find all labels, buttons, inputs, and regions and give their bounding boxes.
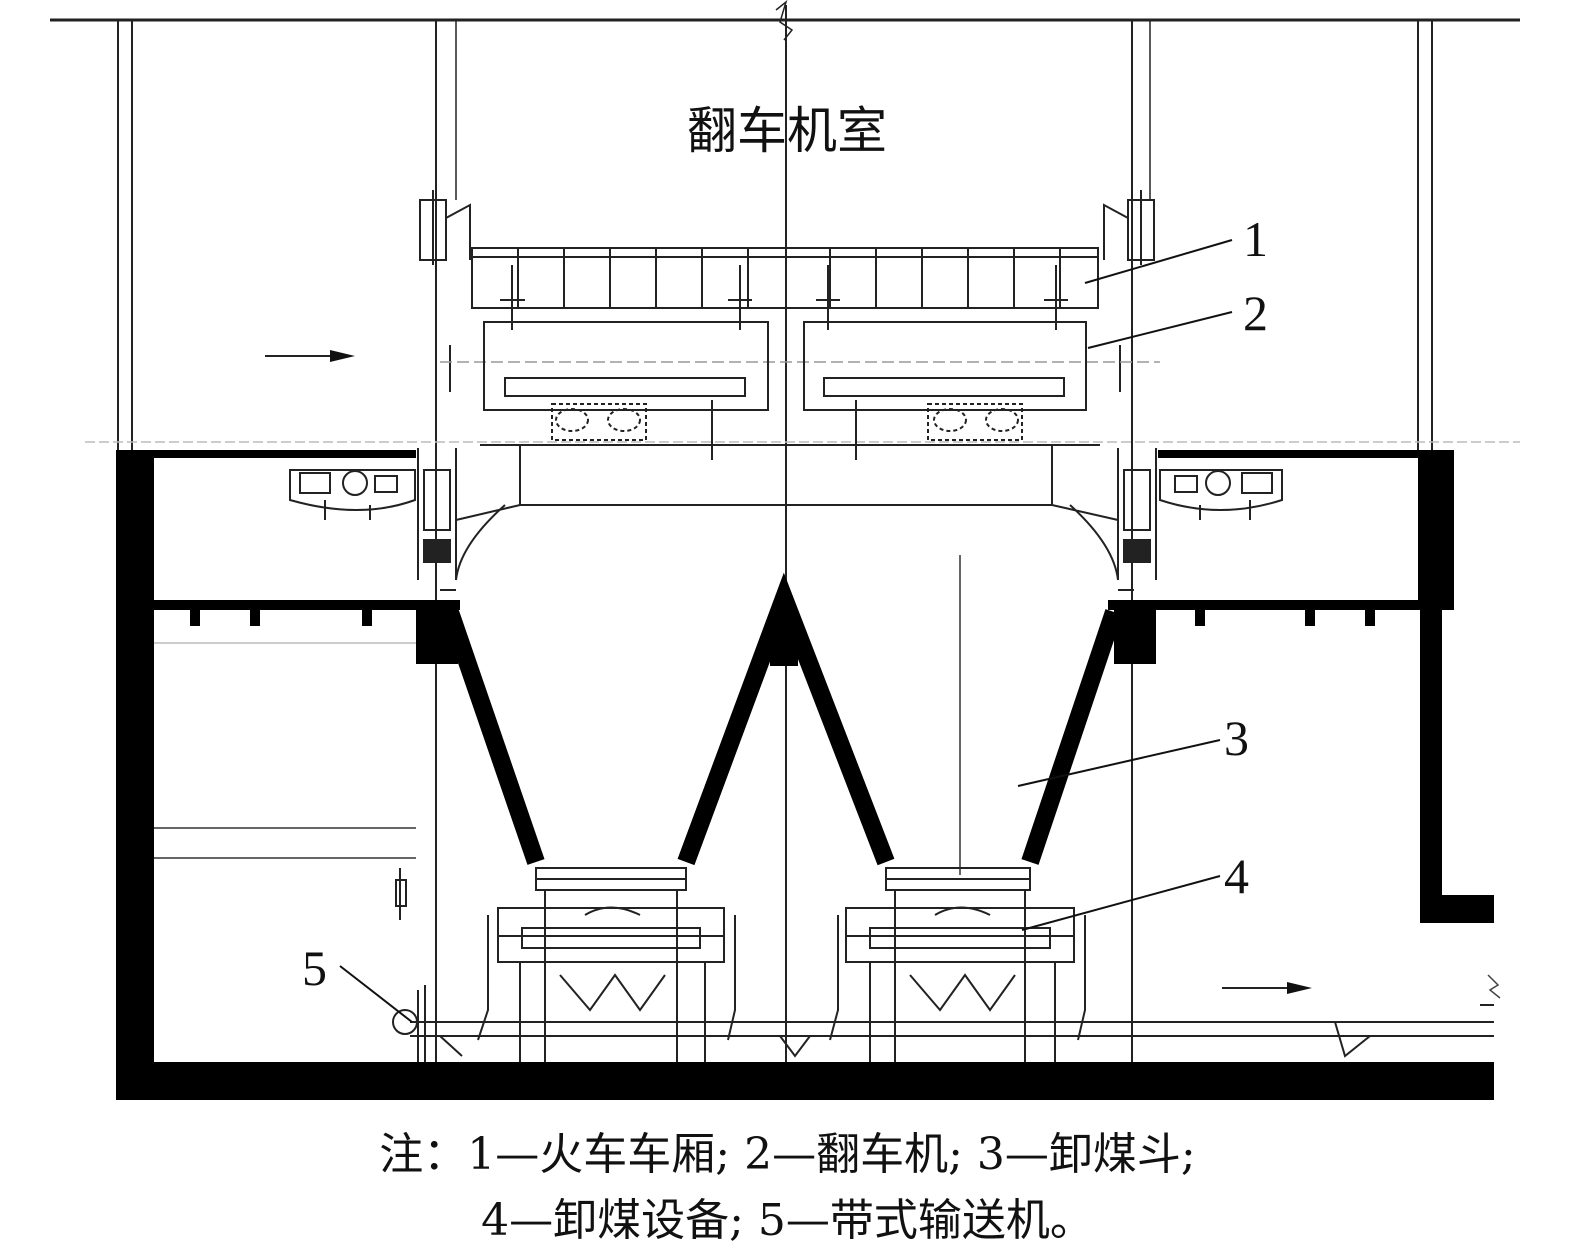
caption-line-2: 4—卸煤设备; 5—带式输送机。 — [481, 1195, 1094, 1246]
pit-interior-lines — [154, 555, 961, 875]
coal-unloading-equipment — [477, 867, 1086, 1062]
belt-conveyor — [392, 868, 1494, 1062]
wagon-tippler — [417, 190, 1160, 591]
break-mark-icon — [1487, 974, 1501, 999]
dumper-room-section-diagram: 翻车机室 — [50, 0, 1520, 1100]
callout-3: 3 — [1224, 710, 1249, 766]
callout-leaders — [339, 239, 1233, 1023]
callout-4: 4 — [1224, 848, 1249, 904]
inlet-arrow-icon — [265, 350, 355, 362]
building-frame — [50, 0, 1520, 1065]
callout-5: 5 — [302, 940, 327, 996]
room-title: 翻车机室 — [687, 102, 887, 160]
outlet-arrow-icon — [1222, 982, 1312, 994]
caption-line-1: 注：1—火车车厢; 2—翻车机; 3—卸煤斗; — [379, 1129, 1196, 1180]
callout-2: 2 — [1243, 285, 1268, 341]
callout-1: 1 — [1243, 211, 1268, 267]
pit-structure — [116, 450, 1494, 1100]
drive-mechanism — [289, 469, 1283, 520]
rail-wagon — [483, 321, 1087, 460]
hopper-apex — [770, 590, 798, 610]
